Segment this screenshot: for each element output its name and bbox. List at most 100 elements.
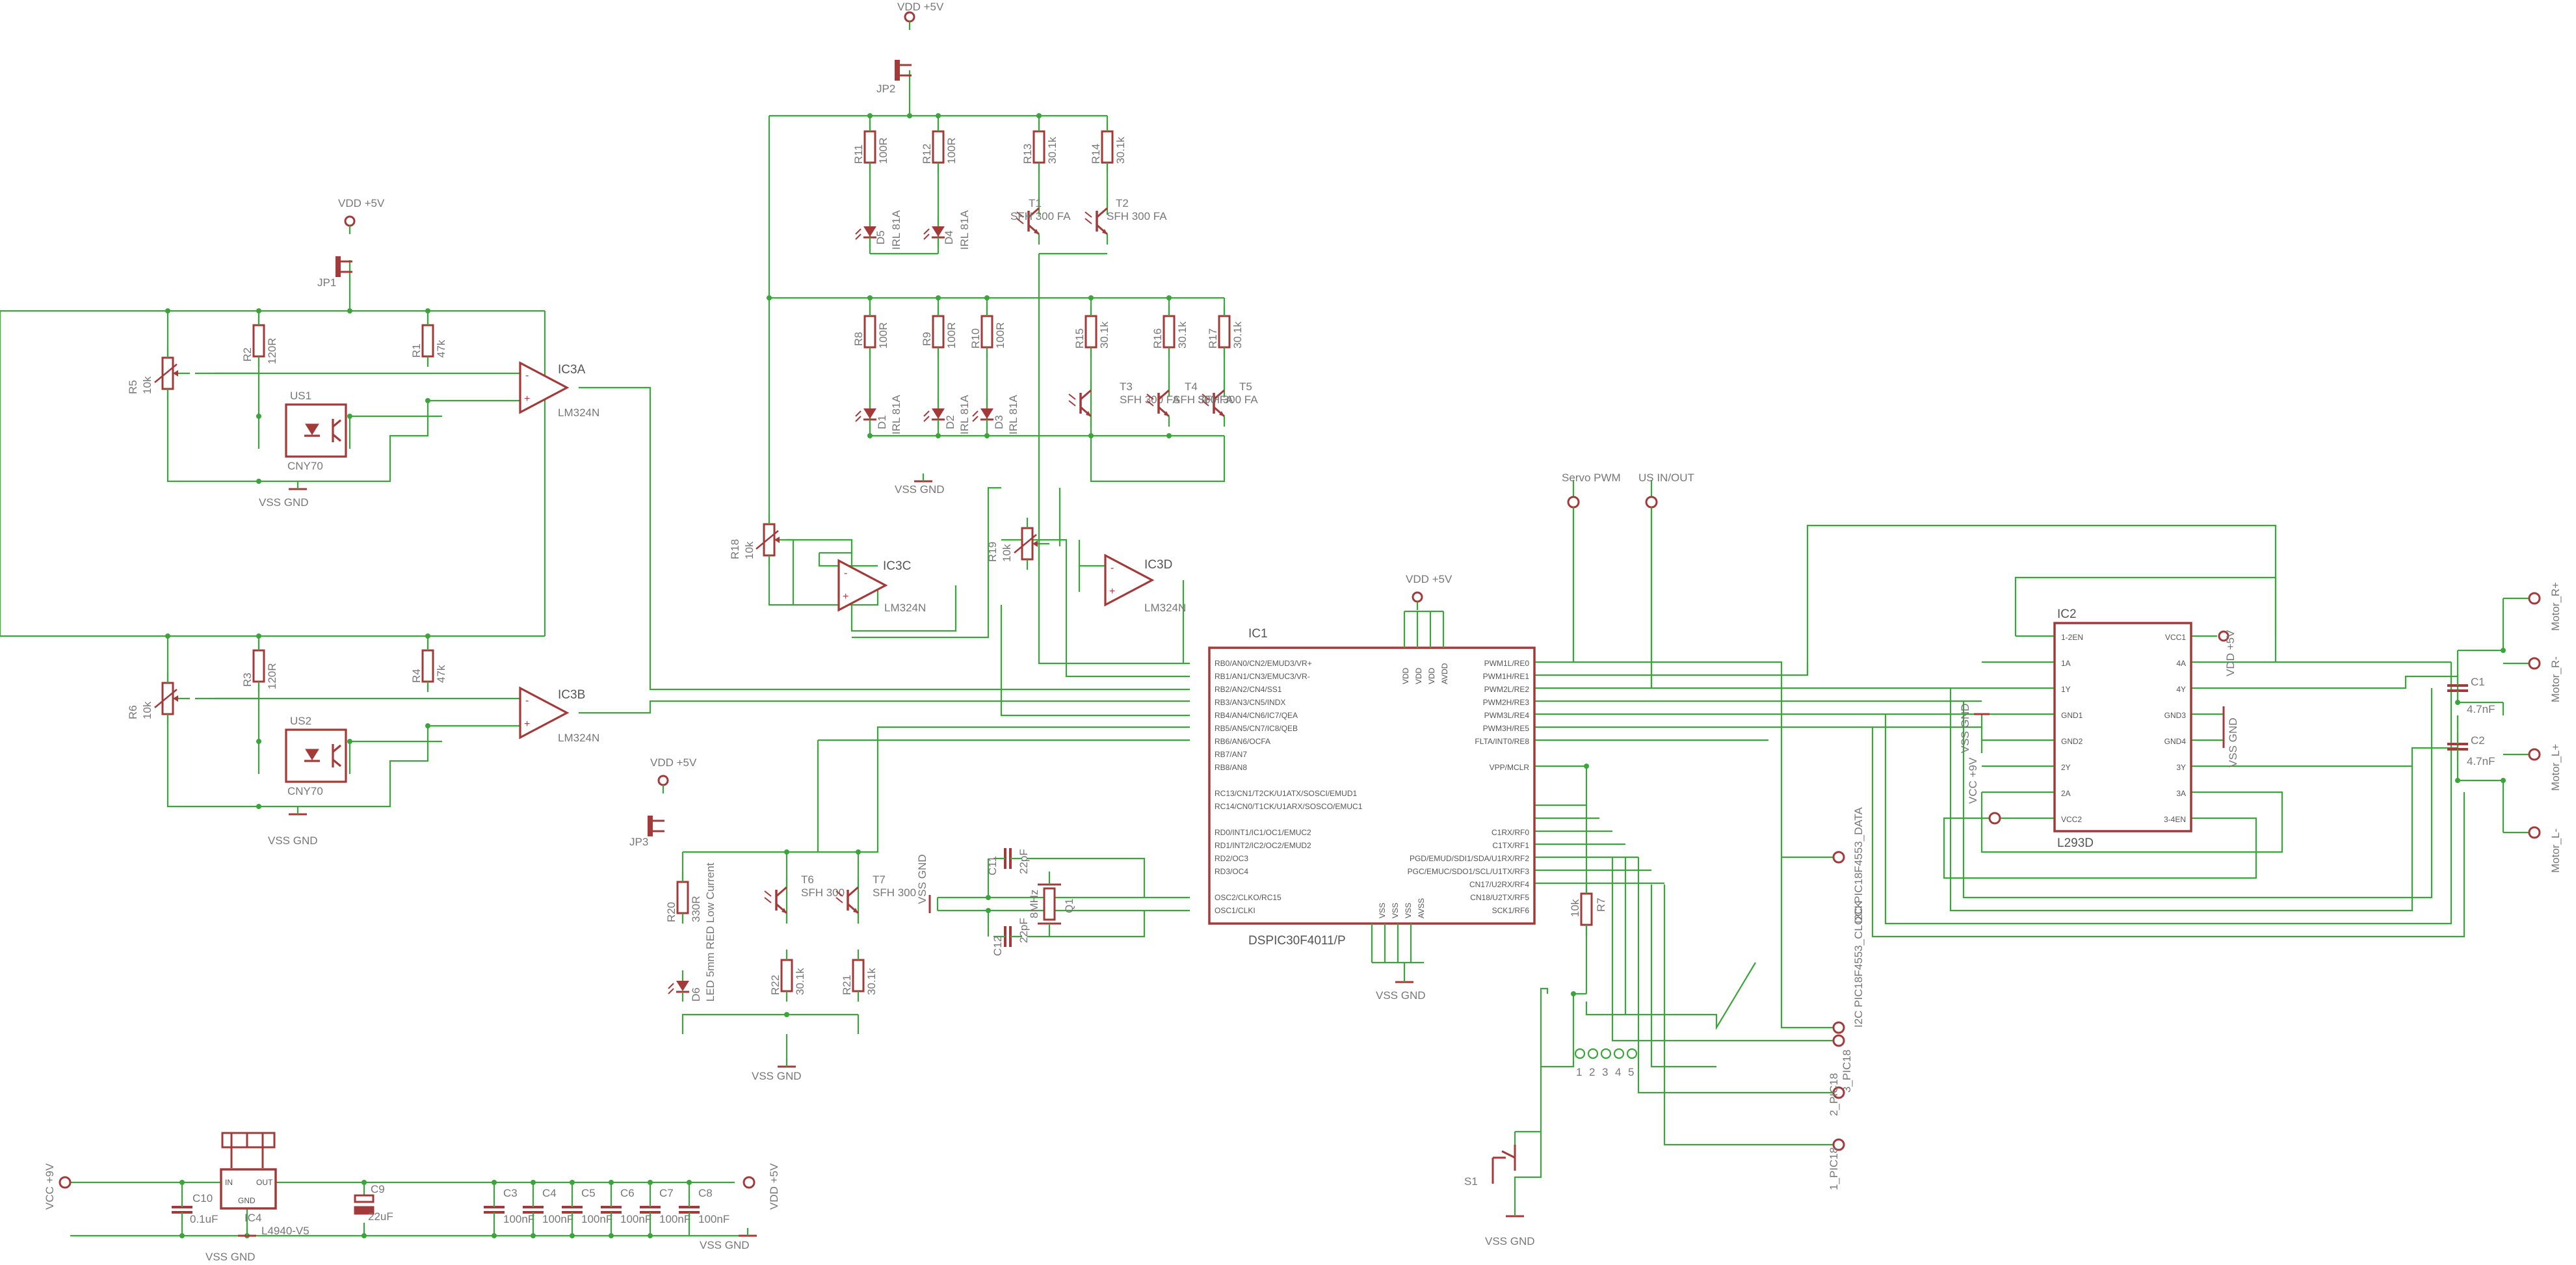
svg-text:T6: T6 xyxy=(801,873,814,886)
capacitor-c8: C8 100nF xyxy=(677,1187,729,1225)
svg-text:120R: 120R xyxy=(266,663,278,689)
svg-text:T1: T1 xyxy=(1029,197,1042,209)
capacitor-c9: C9 22uF xyxy=(354,1183,393,1223)
svg-text:100R: 100R xyxy=(877,322,889,349)
sensor-us1: US1 CNY70 xyxy=(285,390,347,472)
svg-text:30.1k: 30.1k xyxy=(1176,321,1189,349)
gnd-symbol-transistors: VSS GND xyxy=(752,1058,802,1082)
svg-text:PWM1L/RE0: PWM1L/RE0 xyxy=(1484,659,1530,668)
svg-text:AVDD: AVDD xyxy=(1440,663,1449,684)
capacitor-c3: C3 100nF xyxy=(482,1187,534,1225)
opamp-ic3d: IC3D LM324N xyxy=(1104,554,1186,614)
svg-text:VSS GND: VSS GND xyxy=(700,1239,750,1251)
svg-text:GND1: GND1 xyxy=(2061,711,2083,720)
svg-text:GND: GND xyxy=(238,1196,256,1205)
svg-text:R7: R7 xyxy=(1595,898,1607,912)
phototransistor-t1: T1 SFH 300 FA xyxy=(1010,196,1071,246)
svg-text:VSS GND: VSS GND xyxy=(752,1070,802,1082)
svg-text:IRL 81A: IRL 81A xyxy=(958,210,971,250)
svg-text:IRL 81A: IRL 81A xyxy=(890,395,902,434)
svg-text:OSC1/CLKI: OSC1/CLKI xyxy=(1215,906,1255,915)
led-d5: D5 IRL 81A xyxy=(854,210,902,250)
svg-text:R4: R4 xyxy=(410,669,423,683)
svg-text:VSS GND: VSS GND xyxy=(259,496,309,509)
svg-text:C2: C2 xyxy=(2471,734,2485,747)
svg-text:VCC2: VCC2 xyxy=(2061,815,2082,824)
led-d3: D3 IRL 81A xyxy=(971,395,1019,434)
svg-text:T2: T2 xyxy=(1116,197,1129,209)
led-d2: D2 IRL 81A xyxy=(923,395,971,434)
connector-motor-l-plus: Motor_L+ xyxy=(2528,744,2562,791)
svg-text:VDD +5V: VDD +5V xyxy=(2224,630,2237,676)
ic1-pin-stubs xyxy=(1371,610,1445,974)
svg-text:R19: R19 xyxy=(986,542,999,562)
vdd-symbol-regulator: VDD +5V xyxy=(743,1163,780,1210)
svg-text:D1: D1 xyxy=(876,415,888,429)
vcc9-symbol: VCC +9V xyxy=(44,1163,72,1210)
svg-text:VSS GND: VSS GND xyxy=(916,854,928,904)
svg-text:10k: 10k xyxy=(1569,899,1581,917)
svg-text:SFH 300 FA: SFH 300 FA xyxy=(1107,210,1167,222)
connector-motor-r-minus: Motor_R- xyxy=(2528,656,2562,702)
jumper-jp1: JP1 xyxy=(317,255,354,289)
svg-text:D2: D2 xyxy=(944,415,956,429)
regulator-ic4: IN OUT GND IC4 L4940-V5 xyxy=(220,1132,309,1237)
svg-text:PGD/EMUD/SDI1/SDA/U1RX/RF2: PGD/EMUD/SDI1/SDA/U1RX/RF2 xyxy=(1410,854,1529,863)
svg-text:RD1/INT2/IC2/OC2/EMUD2: RD1/INT2/IC2/OC2/EMUD2 xyxy=(1215,841,1311,850)
svg-text:C3: C3 xyxy=(503,1187,518,1199)
svg-text:R22: R22 xyxy=(769,975,782,995)
resistor-r12: R12 100R xyxy=(921,120,958,174)
svg-text:4Y: 4Y xyxy=(2176,685,2186,694)
svg-text:PWM2H/RE3: PWM2H/RE3 xyxy=(1483,698,1530,707)
svg-text:RB3/AN3/CN5/INDX: RB3/AN3/CN5/INDX xyxy=(1215,698,1285,707)
svg-text:R11: R11 xyxy=(852,144,865,164)
svg-text:22pF: 22pF xyxy=(1018,918,1030,943)
phototransistor-t2: T2 SFH 300 FA xyxy=(1084,196,1167,246)
svg-text:100nF: 100nF xyxy=(503,1213,534,1225)
svg-text:Motor_L-: Motor_L- xyxy=(2549,829,2562,873)
connector-motor-r-plus: Motor_R+ xyxy=(2528,582,2562,631)
ic1-right-pins: PWM1L/RE0 PWM1H/RE1 PWM2L/RE2 PWM2H/RE3 … xyxy=(1408,659,1530,915)
svg-text:RB4/AN4/CN6/IC7/QEA: RB4/AN4/CN6/IC7/QEA xyxy=(1215,711,1298,720)
jumper-jp2: JP2 xyxy=(876,59,913,95)
svg-text:VSS GND: VSS GND xyxy=(1376,989,1426,1002)
svg-text:OUT: OUT xyxy=(256,1178,273,1187)
svg-text:2A: 2A xyxy=(2061,789,2071,798)
svg-text:100R: 100R xyxy=(994,322,1006,349)
gnd-symbol-regulator: VSS GND xyxy=(205,1227,257,1263)
resistor-r11: R11 100R xyxy=(852,120,889,174)
svg-text:R15: R15 xyxy=(1073,328,1086,349)
svg-text:4.7nF: 4.7nF xyxy=(2467,755,2495,767)
svg-text:RB2/AN2/CN4/SS1: RB2/AN2/CN4/SS1 xyxy=(1215,685,1282,694)
capacitor-c4: C4 100nF xyxy=(521,1187,573,1225)
svg-text:R10: R10 xyxy=(969,328,982,349)
svg-text:3-4EN: 3-4EN xyxy=(2164,815,2186,824)
svg-text:PGC/EMUC/SDO1/SCL/U1TX/RF3: PGC/EMUC/SDO1/SCL/U1TX/RF3 xyxy=(1408,867,1530,876)
opamp-ic3b: IC3B LM324N xyxy=(519,687,599,744)
svg-text:R14: R14 xyxy=(1090,144,1102,164)
resistor-r17: R17 30.1k xyxy=(1207,304,1244,359)
svg-text:RB5/AN5/CN7/IC8/QEB: RB5/AN5/CN7/IC8/QEB xyxy=(1215,724,1298,733)
svg-text:VCC +9V: VCC +9V xyxy=(44,1163,56,1210)
svg-text:C12: C12 xyxy=(992,936,1004,956)
resistor-r14: R14 30.1k xyxy=(1090,120,1127,174)
svg-text:R1: R1 xyxy=(410,343,423,358)
svg-text:10k: 10k xyxy=(141,376,153,394)
resistor-r3: R3 120R xyxy=(241,639,278,693)
svg-text:GND3: GND3 xyxy=(2164,711,2187,720)
svg-text:S1: S1 xyxy=(1464,1175,1478,1188)
capacitor-c7: C7 100nF xyxy=(638,1187,690,1225)
svg-text:VCC +9V: VCC +9V xyxy=(1967,757,1979,804)
svg-text:22pF: 22pF xyxy=(1018,849,1030,874)
resistor-r15: R15 30.1k xyxy=(1073,304,1111,359)
svg-text:R20: R20 xyxy=(665,902,677,922)
svg-text:D5: D5 xyxy=(874,230,887,245)
svg-text:RD0/INT1/IC1/OC1/EMUC2: RD0/INT1/IC1/OC1/EMUC2 xyxy=(1215,828,1311,837)
svg-text:VDD: VDD xyxy=(1401,667,1410,684)
svg-text:C7: C7 xyxy=(659,1187,674,1199)
ic2-left-pins: 1-2EN 1A 1Y GND1 GND2 2Y 2A VCC2 xyxy=(2061,633,2083,824)
svg-text:0.1uF: 0.1uF xyxy=(190,1213,218,1225)
svg-text:3Y: 3Y xyxy=(2176,763,2186,772)
svg-text:47k: 47k xyxy=(435,665,447,683)
